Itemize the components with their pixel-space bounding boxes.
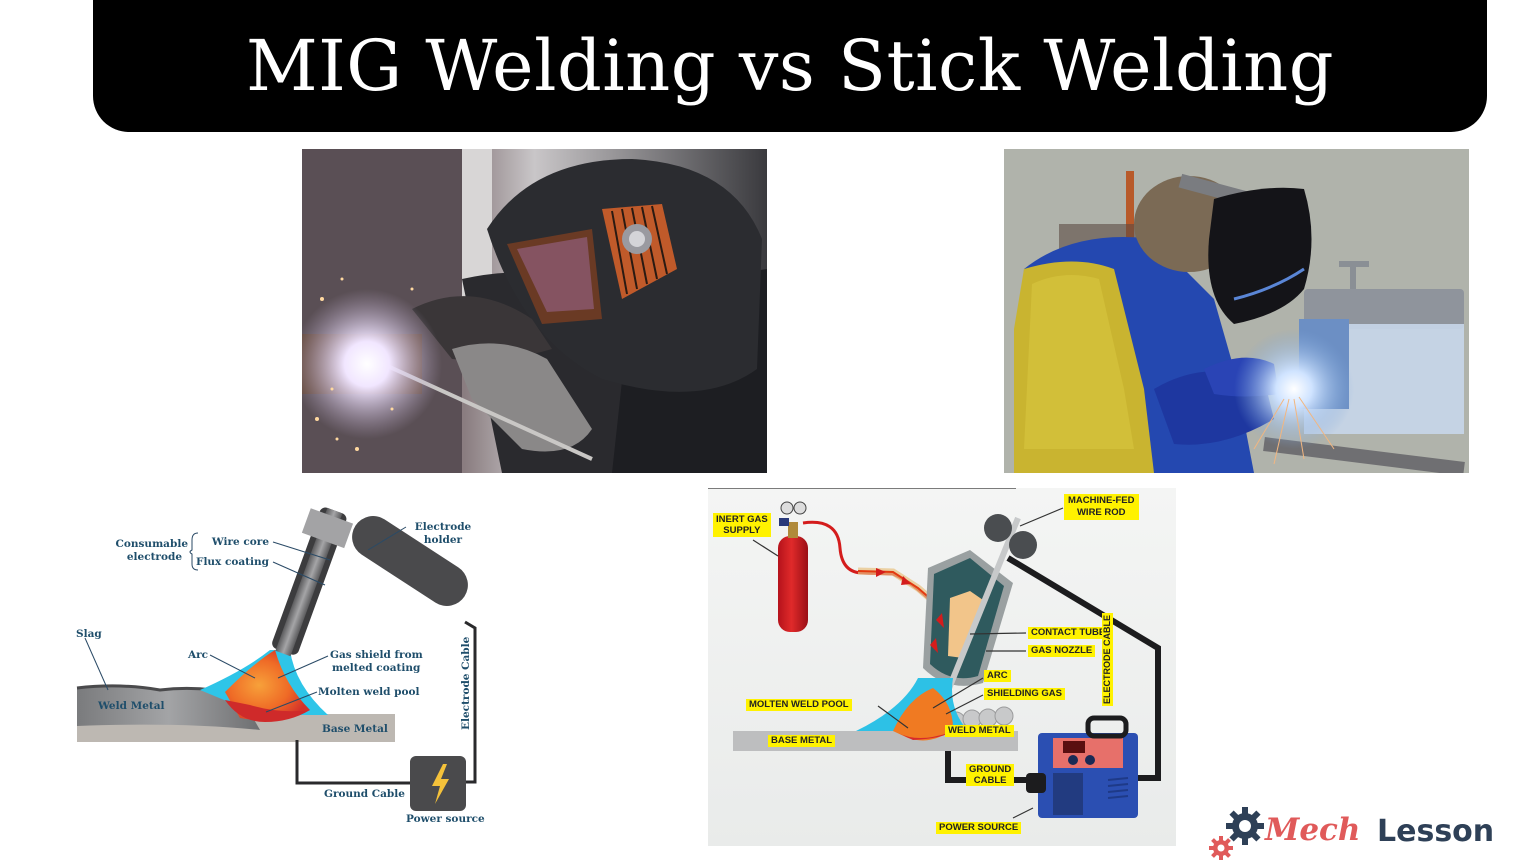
- label-gas-nozzle: GAS NOZZLE: [1028, 645, 1096, 657]
- label-ground-cable: GROUND CABLE: [966, 764, 1015, 786]
- gear-icon: [1209, 807, 1264, 860]
- logo-text-lesson: Lesson: [1377, 814, 1495, 849]
- label-electrode-holder-1: Electrode: [415, 521, 472, 533]
- mig-welding-diagram: INERT GAS SUPPLY MACHINE-FED WIRE ROD CO…: [708, 487, 1176, 846]
- label-molten-weld-pool: Molten weld pool: [318, 686, 419, 698]
- mig-welding-photo: [1004, 149, 1469, 473]
- label-machine-fed-2: WIRE ROD: [1076, 507, 1126, 518]
- label-weld-metal: WELD METAL: [945, 725, 1014, 737]
- label-machine-fed-1: MACHINE-FED: [1068, 495, 1135, 506]
- label-ground-cable-2: CABLE: [973, 775, 1007, 786]
- label-electrode-cable: Electrode Cable: [460, 636, 472, 730]
- label-consumable-electrode-2: electrode: [127, 551, 182, 563]
- label-slag: Slag: [76, 628, 102, 640]
- label-contact-tube: CONTACT TUBE: [1028, 627, 1109, 639]
- label-weld-metal: Weld Metal: [97, 700, 165, 712]
- label-arc: ARC: [984, 670, 1011, 682]
- label-electrode-cable: ELECTRODE CABLE: [1102, 612, 1113, 706]
- label-molten-weld-pool: MOLTEN WELD POOL: [746, 699, 852, 711]
- label-base-metal: BASE METAL: [768, 735, 836, 747]
- label-machine-fed-wire-rod: MACHINE-FED WIRE ROD: [1064, 494, 1139, 520]
- label-power-source: Power source: [406, 813, 485, 825]
- label-gas-shield-2: melted coating: [332, 662, 421, 674]
- label-power-source: POWER SOURCE: [936, 822, 1022, 834]
- label-ground-cable-1: GROUND: [969, 764, 1012, 775]
- stick-welding-diagram: Consumable electrode Wire core Flux coat…: [60, 500, 500, 835]
- label-inert-gas-1: INERT GAS: [716, 514, 768, 525]
- label-wire-core: Wire core: [211, 536, 269, 548]
- label-consumable-electrode-1: Consumable: [116, 538, 189, 550]
- label-gas-shield-1: Gas shield from: [330, 649, 423, 661]
- label-electrode-holder-2: holder: [424, 534, 463, 546]
- label-ground-cable: Ground Cable: [324, 788, 405, 800]
- label-shielding-gas: SHIELDING GAS: [984, 688, 1065, 700]
- stick-welding-photo: [302, 149, 767, 473]
- label-flux-coating: Flux coating: [196, 556, 270, 568]
- label-inert-gas-2: SUPPLY: [723, 525, 761, 536]
- label-arc: Arc: [187, 649, 208, 661]
- label-inert-gas-supply: INERT GAS SUPPLY: [713, 513, 771, 537]
- logo-text-mech: Mech: [1265, 812, 1361, 848]
- label-base-metal: Base Metal: [322, 723, 388, 735]
- mechlesson-logo: Mech Lesson: [1205, 800, 1535, 864]
- page-title: MIG Welding vs Stick Welding: [245, 25, 1335, 107]
- title-banner: MIG Welding vs Stick Welding: [93, 0, 1487, 132]
